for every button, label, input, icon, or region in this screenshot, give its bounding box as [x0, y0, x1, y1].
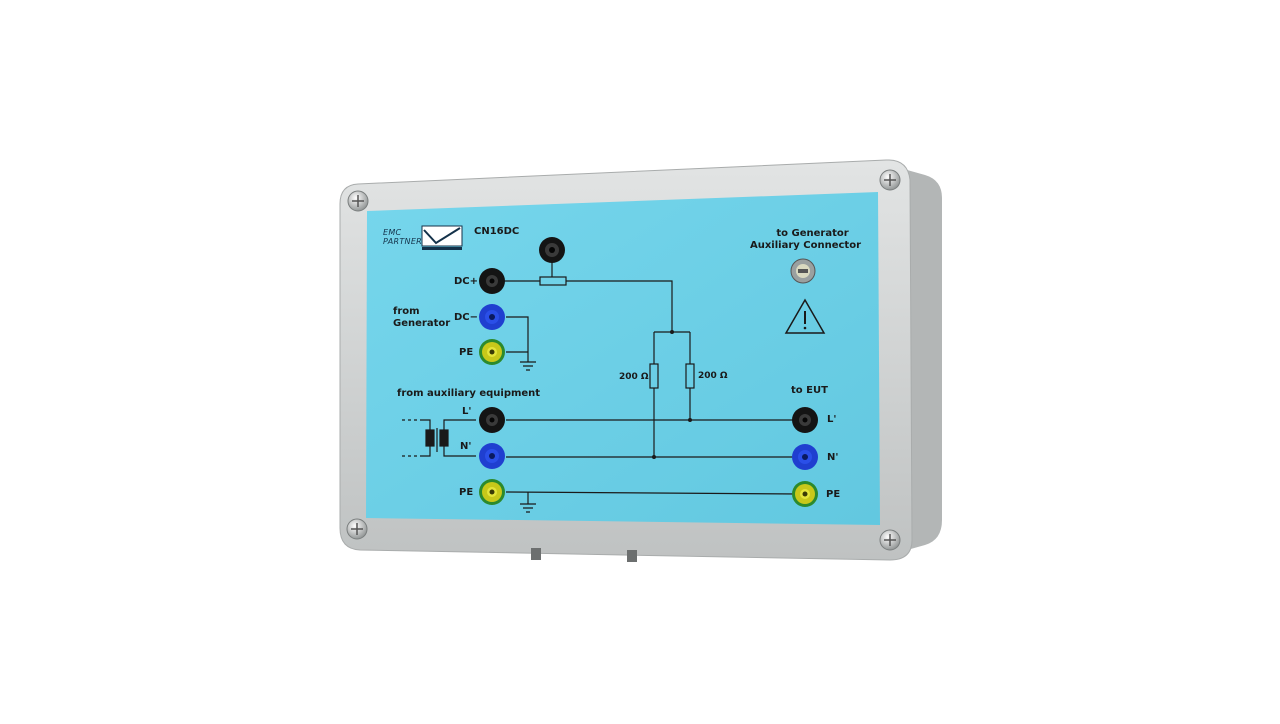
screw-icon [346, 518, 368, 540]
resistor-left-label: 200 Ω [619, 372, 649, 382]
generator-aux-label-line-2: Auxiliary Connector [750, 240, 862, 251]
screw-icon [879, 529, 901, 551]
screw-icon [879, 169, 901, 191]
to-eut-label: to EUT [791, 385, 828, 396]
from-generator-line-1: from [393, 306, 420, 317]
l-in-label: L' [462, 406, 472, 417]
generator-auxiliary-connector[interactable] [790, 258, 816, 284]
from-generator-label: from Generator [393, 306, 450, 330]
pe-in-label: PE [459, 487, 474, 498]
jack-pe-out[interactable] [792, 481, 818, 507]
warning-triangle-icon [784, 298, 826, 334]
from-aux-equipment-label: from auxiliary equipment [397, 388, 541, 399]
housing-foot [627, 550, 637, 562]
screw-icon [347, 190, 369, 212]
brand-line-1: EMC [383, 228, 402, 237]
brand-logo-icon [421, 225, 463, 250]
jack-dc-minus[interactable] [479, 304, 505, 330]
housing-foot [531, 548, 541, 560]
jack-n-out[interactable] [792, 444, 818, 470]
pe-generator-label: PE [459, 347, 474, 358]
junction-dot [652, 455, 656, 459]
jack-pe-in[interactable] [479, 479, 505, 505]
n-out-label: N' [827, 452, 839, 463]
generator-aux-label: to Generator Auxiliary Connector [750, 228, 861, 252]
jack-l-in[interactable] [479, 407, 505, 433]
junction-dot [670, 330, 674, 334]
dc-minus-label: DC− [454, 312, 479, 323]
brand-name: EMC PARTNER [383, 228, 422, 246]
resistor-right-label: 200 Ω [698, 371, 728, 381]
junction-dot [688, 418, 692, 422]
model-name: CN16DC [474, 226, 520, 237]
generator-aux-label-line-1: to Generator [776, 228, 849, 239]
pe-out-label: PE [826, 489, 841, 500]
jack-l-out[interactable] [792, 407, 818, 433]
dc-plus-label: DC+ [454, 276, 479, 287]
jack-n-in[interactable] [479, 443, 505, 469]
from-generator-line-2: Generator [393, 318, 451, 329]
l-out-label: L' [827, 414, 837, 425]
jack-dc-plus[interactable] [479, 268, 505, 294]
brand-line-2: PARTNER [383, 237, 423, 246]
ground-icon [520, 503, 536, 513]
test-jack-black[interactable] [539, 237, 565, 263]
n-in-label: N' [460, 441, 472, 452]
jack-pe-generator[interactable] [479, 339, 505, 365]
ground-icon [520, 361, 536, 371]
